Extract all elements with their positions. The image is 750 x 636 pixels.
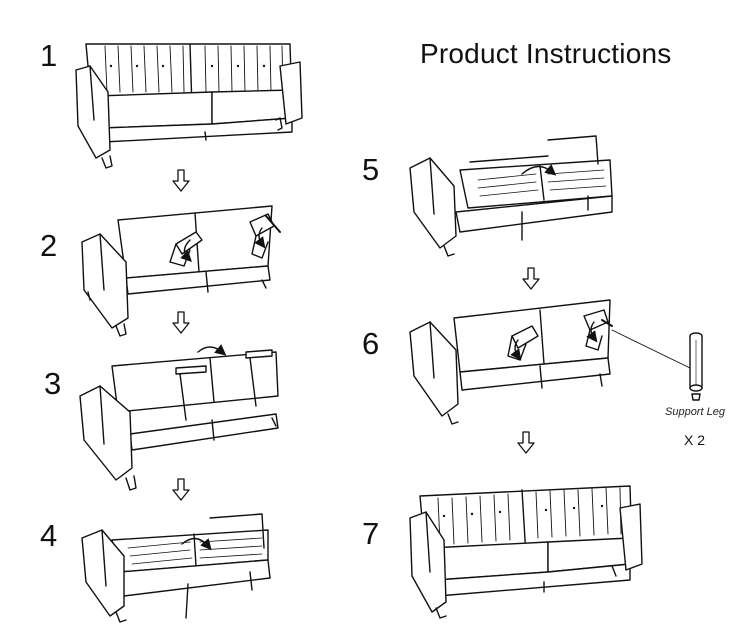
step-5-bed-illustration — [409, 135, 613, 257]
step-number-7: 7 — [362, 516, 380, 551]
support-leg-icon — [689, 332, 703, 401]
step-7-sofa-illustration — [409, 485, 643, 619]
support-leg-quantity: X 2 — [684, 432, 706, 448]
step-number-5: 5 — [362, 152, 380, 187]
step-2-lift-backrest-illustration — [81, 205, 281, 337]
step-6-support-leg-illustration — [409, 299, 691, 425]
step-4-bed-illustration — [81, 513, 271, 623]
step-number-2: 2 — [40, 228, 58, 263]
step-number-1: 1 — [40, 38, 58, 73]
step-number-4: 4 — [40, 518, 58, 553]
step-number-6: 6 — [362, 326, 380, 361]
step-1-sofa-illustration — [75, 43, 303, 169]
step-number-3: 3 — [44, 366, 62, 401]
step-3-flatten-backrest-illustration — [79, 344, 279, 491]
page-title: Product Instructions — [420, 38, 672, 69]
support-leg-caption: Support Leg — [665, 406, 725, 418]
